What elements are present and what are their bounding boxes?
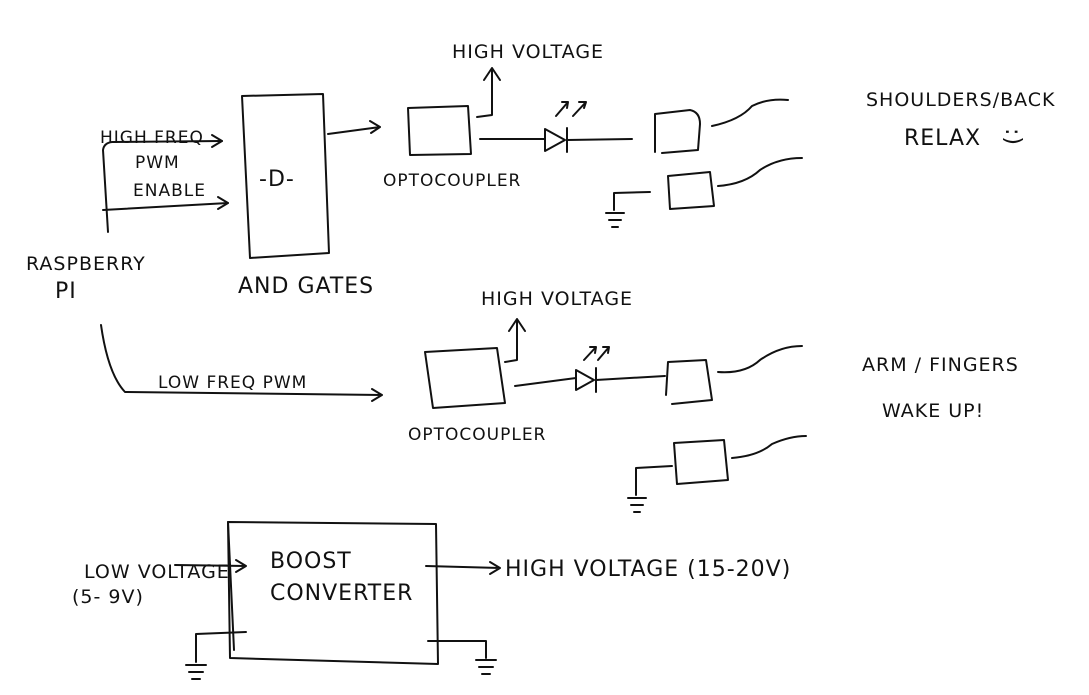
- led-bottom-light-rays: [583, 346, 610, 361]
- high-freq-label-line2: PWM: [135, 153, 180, 173]
- optocoupler-top-box: [407, 105, 472, 156]
- boost-converter-box: [227, 521, 439, 665]
- enable-arrowhead: [217, 196, 229, 210]
- led-bottom-wire-left: [514, 377, 577, 387]
- ground-right-symbol: [475, 659, 497, 675]
- optocoupler-top-label: OPTOCOUPLER: [383, 171, 521, 191]
- high-voltage-top-label: HIGH VOLTAGE: [452, 41, 604, 63]
- led-bottom-wire-right: [595, 375, 666, 381]
- high-voltage-top-wire: [476, 67, 501, 118]
- electrode-top-2-wire: [717, 157, 803, 187]
- boost-label-line1: BOOST: [270, 549, 352, 574]
- ground-bottom-wire: [635, 465, 673, 496]
- smiley-face: :): [1000, 128, 1025, 146]
- low-voltage-input-wire: [174, 559, 247, 573]
- and-to-optocoupler-arrow: [327, 120, 381, 135]
- arm-fingers-label: ARM / FINGERS: [862, 354, 1019, 376]
- ground-left-symbol: [185, 664, 207, 680]
- high-voltage-mid-label: HIGH VOLTAGE: [481, 288, 633, 310]
- led-bottom-symbol: [575, 367, 597, 393]
- enable-wire: [102, 202, 229, 211]
- raspberry-pi-label-line2: PI: [55, 279, 77, 304]
- electrode-bottom-2-wire: [731, 435, 807, 459]
- electrode-bottom-1-wire: [717, 345, 803, 374]
- high-freq-arrowhead: [211, 134, 223, 148]
- pi-upper-wire: [102, 140, 223, 233]
- wake-up-label: WAKE UP!: [882, 400, 984, 422]
- low-voltage-label-line2: (5- 9V): [72, 586, 144, 608]
- led-top-light-rays: [555, 101, 587, 117]
- electrode-top-2: [667, 171, 715, 210]
- ground-bottom-symbol: [627, 497, 647, 513]
- electrode-top-1: [654, 109, 701, 154]
- high-voltage-output-wire: [425, 561, 501, 575]
- enable-label: ENABLE: [133, 181, 206, 201]
- shoulders-back-label: SHOULDERS/BACK: [866, 89, 1056, 111]
- high-voltage-mid-wire: [504, 318, 526, 363]
- high-freq-label-line1: HIGH FREQ: [100, 128, 204, 148]
- electrode-bottom-1: [665, 359, 713, 405]
- and-gates-block: [241, 93, 330, 259]
- led-top-symbol: [544, 127, 568, 153]
- high-voltage-output-label: HIGH VOLTAGE (15-20V): [505, 557, 791, 582]
- raspberry-pi-label-line1: RASPBERRY: [26, 253, 146, 275]
- low-freq-wire: [100, 324, 383, 402]
- and-gates-label: AND GATES: [238, 274, 374, 299]
- boost-label-line2: CONVERTER: [270, 581, 413, 606]
- ground-top-wire: [613, 191, 651, 211]
- ground-top-symbol: [605, 212, 625, 228]
- ground-right-wire: [427, 640, 487, 659]
- low-freq-pwm-label: LOW FREQ PWM: [158, 373, 307, 393]
- ground-left-wire: [195, 631, 247, 663]
- led-top-wire-right: [566, 138, 633, 141]
- boost-converter-left-ext: [227, 521, 235, 651]
- optocoupler-bottom-box: [424, 347, 506, 409]
- low-voltage-label-line1: LOW VOLTAGE: [84, 561, 230, 583]
- electrode-bottom-2: [673, 439, 729, 485]
- electrode-top-1-wire: [711, 98, 789, 127]
- optocoupler-bottom-label: OPTOCOUPLER: [408, 425, 546, 445]
- and-gate-symbol: -D-: [259, 167, 295, 192]
- relax-label: RELAX: [904, 126, 981, 151]
